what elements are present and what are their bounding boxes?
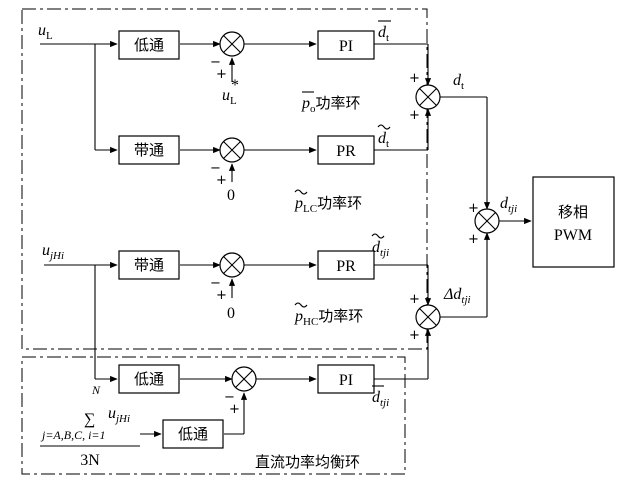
phase-shift-label: 移相 — [558, 203, 588, 221]
signal-dt: dt — [453, 72, 464, 92]
sign-plus: + — [409, 328, 420, 343]
bandpass-filter-label: 带通 — [134, 256, 164, 274]
ref-uL-star-sup: * — [231, 77, 239, 94]
ref-zero: 0 — [227, 187, 235, 204]
sum-upper-limit: N — [91, 383, 101, 397]
lowpass-filter-label: 低通 — [134, 36, 164, 54]
plc-power-loop-label: pLC功率环 — [294, 194, 362, 215]
signal-dtji-tilde: dtji — [372, 239, 389, 259]
sum-term: ujHi — [108, 405, 130, 425]
sign-plus: + — [409, 71, 420, 86]
signal-dtji-bar: dtji — [372, 389, 389, 409]
lowpass-filter-block — [118, 364, 180, 394]
pi-controller-label: PI — [339, 38, 353, 55]
ref-zero: 0 — [227, 305, 235, 322]
sign-minus: − — [210, 55, 221, 70]
sum-lower-limits: j=A,B,C, i=1 — [40, 428, 106, 442]
fraction-denominator: 3N — [80, 452, 100, 469]
phc-power-loop-label: pHC功率环 — [294, 307, 363, 328]
sign-plus: + — [229, 402, 240, 417]
signal-dtji: dtji — [500, 195, 517, 215]
lowpass-filter-block — [162, 419, 224, 449]
sign-plus: + — [216, 173, 227, 188]
ac-power-loop-region — [21, 8, 428, 350]
po-power-loop-label: po功率环 — [301, 94, 361, 115]
sign-plus: + — [468, 232, 479, 247]
signal-dt-bar: dt — [378, 24, 389, 44]
sign-minus: − — [210, 276, 221, 291]
bandpass-filter-block — [118, 135, 180, 165]
summation-sign: ∑ — [84, 411, 95, 428]
pr-controller-label: PR — [336, 143, 356, 160]
pr-controller-label: PR — [336, 258, 356, 275]
bandpass-filter-block — [118, 250, 180, 280]
lowpass-filter-label: 低通 — [178, 425, 208, 443]
phase-shift-pwm-block — [532, 176, 615, 268]
sign-minus: − — [210, 161, 221, 176]
sign-plus: + — [409, 292, 420, 307]
pi-controller-block — [317, 364, 375, 394]
input-uL: uL — [38, 22, 53, 42]
sign-minus: − — [224, 390, 235, 405]
pr-controller-block — [317, 250, 375, 280]
sign-plus: + — [216, 67, 227, 82]
dc-balance-loop-label: 直流功率均衡环 — [255, 453, 360, 471]
pwm-label: PWM — [554, 227, 592, 244]
input-ujHi: ujHi — [42, 242, 64, 262]
pi-controller-label: PI — [339, 372, 353, 389]
lowpass-filter-block — [118, 30, 180, 60]
sign-plus: + — [216, 288, 227, 303]
ref-uL-star: uL — [222, 87, 237, 107]
signal-delta-dtji: Δdtji — [443, 286, 471, 306]
sign-plus: + — [409, 108, 420, 123]
pr-controller-block — [317, 135, 375, 165]
bandpass-filter-label: 带通 — [134, 141, 164, 159]
sign-plus: + — [468, 201, 479, 216]
pi-controller-block — [317, 30, 375, 60]
signal-dt-tilde: dt — [378, 130, 389, 150]
lowpass-filter-label: 低通 — [134, 370, 164, 388]
